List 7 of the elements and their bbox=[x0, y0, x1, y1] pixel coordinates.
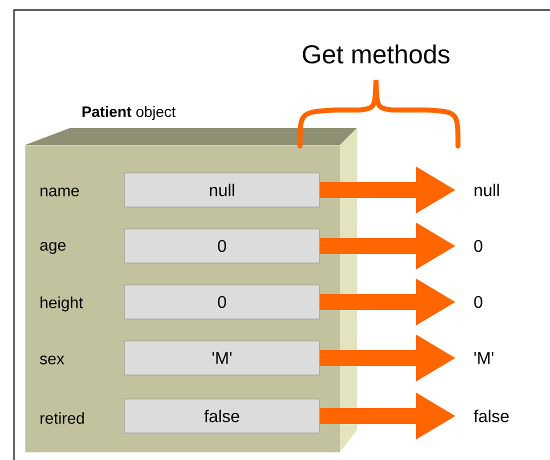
object-title: Patient object bbox=[82, 106, 176, 120]
return-value: 'M' bbox=[474, 352, 494, 364]
return-value: 0 bbox=[474, 296, 482, 308]
return-value: null bbox=[474, 184, 499, 196]
heading: Get methods bbox=[302, 44, 450, 64]
return-value: 0 bbox=[474, 240, 482, 252]
return-value: false bbox=[474, 410, 509, 422]
